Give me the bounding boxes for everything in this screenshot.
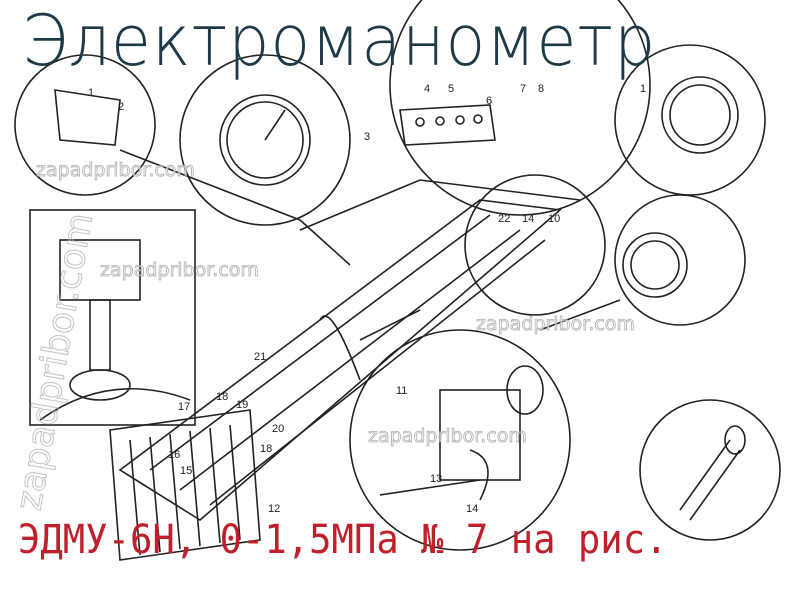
watermark: zapadpribor.com (368, 425, 527, 447)
label-4: 4 (424, 83, 430, 95)
watermark: zapadpribor.com (36, 159, 195, 181)
detail-inset-sensor (29, 209, 196, 426)
watermarks: zapadpribor.com zapadpribor.com zapadpri… (8, 159, 635, 514)
detail-circle-fitting (464, 174, 606, 316)
label-5: 5 (448, 83, 454, 95)
label-10: 10 (548, 213, 560, 225)
label-13: 13 (430, 473, 442, 485)
watermark: zapadpribor.com (100, 259, 259, 281)
label-18: 18 (216, 391, 228, 403)
label-17: 17 (178, 401, 190, 413)
label-12: 12 (268, 503, 280, 515)
label-22: 22 (498, 213, 510, 225)
product-title: Электроманометр (22, 0, 657, 82)
watermark: zapadpribor.com (476, 313, 635, 335)
label-19: 19 (236, 399, 248, 411)
label-20: 20 (272, 423, 284, 435)
label-1: 1 (88, 87, 94, 99)
product-subtitle: ЭДМУ-6Н, 0-1,5МПа № 7 на рис. (18, 517, 668, 563)
watermark-diagonal: zapadpribor.com (8, 210, 101, 514)
detail-circle-indicator (614, 194, 746, 326)
label-11: 11 (396, 385, 407, 397)
part-labels: 1 2 3 4 5 6 7 8 1 22 14 10 21 11 13 17 1… (88, 83, 646, 515)
label-6: 6 (486, 95, 492, 107)
label-2: 2 (118, 101, 124, 113)
detail-circle-terminal (389, 0, 651, 216)
frame-outline (118, 199, 562, 521)
label-15: 15 (180, 465, 192, 477)
detail-circle-plug (639, 399, 781, 541)
label-21: 21 (254, 351, 266, 363)
label-1b: 1 (640, 83, 646, 95)
detail-circle-gauge (179, 54, 351, 226)
detail-circle-bracket (14, 54, 156, 196)
label-14b: 14 (466, 503, 478, 515)
label-3: 3 (364, 131, 370, 143)
label-8: 8 (538, 83, 544, 95)
label-16: 16 (168, 449, 180, 461)
label-14: 14 (522, 213, 534, 225)
detail-circle-sensor (349, 329, 571, 551)
label-7: 7 (520, 83, 526, 95)
label-18b: 18 (260, 443, 272, 455)
